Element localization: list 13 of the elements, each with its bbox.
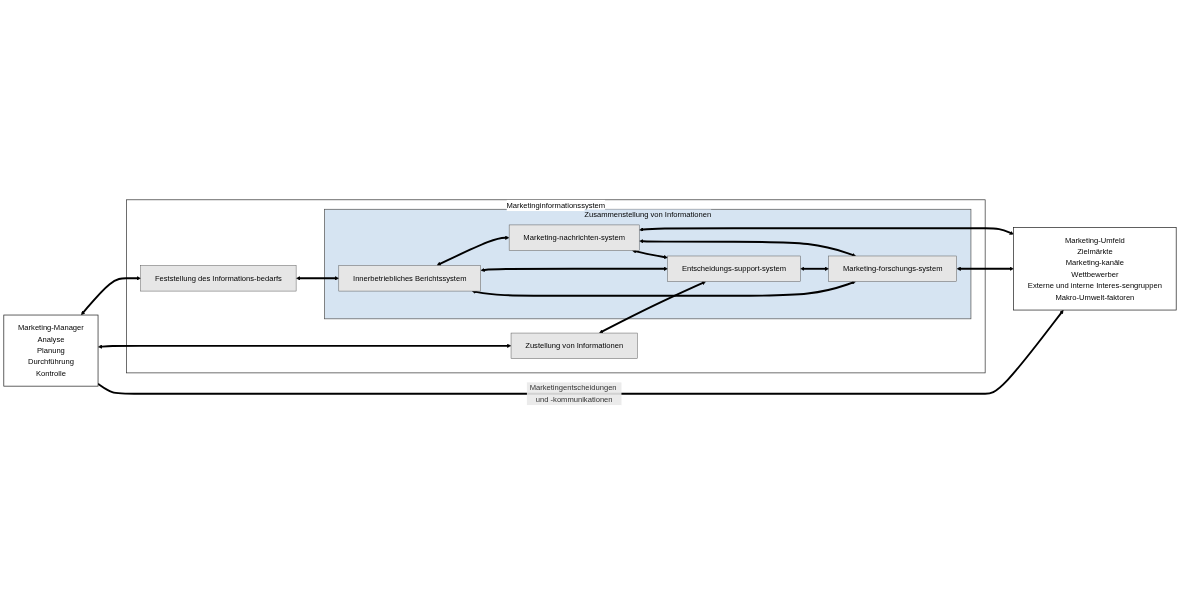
arrow [639,226,1014,235]
arrow [81,275,141,315]
arrow [956,266,1014,271]
arrow [471,280,856,297]
arrow [480,266,668,272]
arrow [98,343,512,349]
arrow [800,266,829,271]
arrow [639,238,856,257]
arrow [296,275,339,280]
arrow [436,235,510,266]
arrow [97,309,1064,395]
arrow [632,248,668,259]
arrow [599,280,706,333]
